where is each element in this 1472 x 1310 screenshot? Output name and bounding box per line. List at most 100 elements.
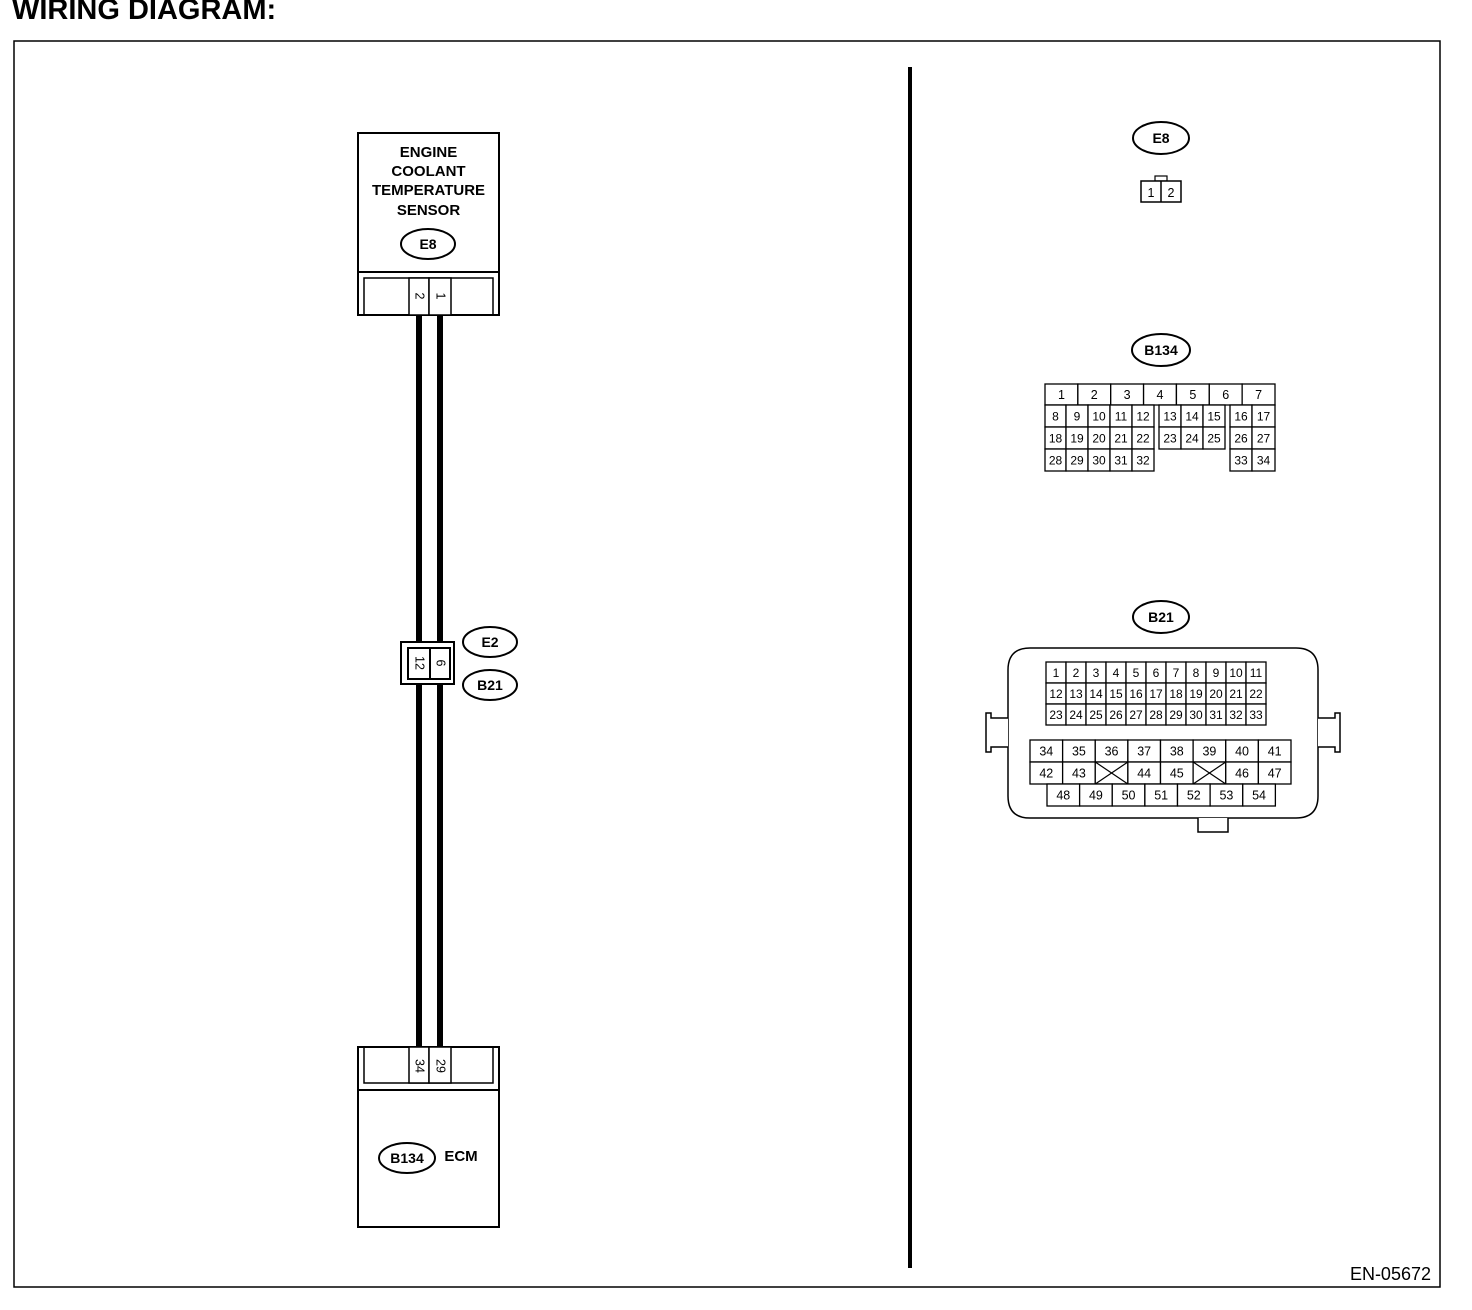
b21-view-badge (1132, 600, 1190, 634)
b21-pin-27-label: 27 (1129, 708, 1143, 722)
b21-pin-19-label: 19 (1189, 687, 1203, 701)
b21-pin-54-cell (1242, 783, 1277, 807)
b21-pin-2-label: 2 (1073, 666, 1080, 680)
b21-pin-48-label: 48 (1056, 789, 1070, 803)
b21-pin-17-label: 17 (1149, 687, 1163, 701)
b134-pin-18-label: 18 (1049, 432, 1063, 446)
b21-pin-39-label: 39 (1202, 745, 1216, 759)
coolant-temp-sensor: ENGINE COOLANT TEMPERATURE SENSOR E8 2 1 (357, 132, 500, 316)
b21-pin-3-label: 3 (1093, 666, 1100, 680)
b21-pin-36-label: 36 (1105, 745, 1119, 759)
b134-pin-25-label: 25 (1207, 432, 1221, 446)
b21-pin-29-label: 29 (1169, 708, 1183, 722)
joint-pin-label-b: 6 (434, 660, 448, 667)
b134-view-badge (1131, 333, 1191, 367)
b134-pin-29-label: 29 (1070, 454, 1084, 468)
b21-pin-43-label: 43 (1072, 767, 1086, 781)
b21-pin-12-label: 12 (1049, 687, 1063, 701)
sensor-name-line-4: SENSOR (397, 202, 461, 219)
b21-pin-20-label: 20 (1209, 687, 1223, 701)
b21-pin-47-label: 47 (1268, 767, 1282, 781)
sensor-name-line-3: TEMPERATURE (372, 182, 485, 199)
b134-pin-24-label: 24 (1185, 432, 1199, 446)
b134-pin-14-label: 14 (1185, 410, 1199, 424)
e8-view-pin-2: 2 (1168, 186, 1175, 200)
b134-pin-27-label: 27 (1257, 432, 1271, 446)
b21-pin-35-label: 35 (1072, 745, 1086, 759)
b21-pin-31-label: 31 (1209, 708, 1223, 722)
ecm-pin-label-b: 29 (434, 1059, 448, 1073)
sensor-name-line-1: ENGINE (400, 144, 458, 161)
wiring-harness (416, 315, 443, 1049)
e8-view-badge (1132, 121, 1190, 155)
b134-pin-25-cell (1202, 426, 1226, 450)
b134-view-label: B134 (1144, 342, 1178, 358)
b21-pin-28-label: 28 (1149, 708, 1163, 722)
b21-pin-41-label: 41 (1268, 745, 1282, 759)
b21-pin-24-label: 24 (1069, 708, 1083, 722)
joint-connector-id-e2: E2 (481, 634, 498, 650)
connector-view-e8: E8 1 2 (1132, 121, 1190, 203)
b21-pin-33-cell (1245, 703, 1267, 726)
b21-pin-33-label: 33 (1249, 708, 1263, 722)
b21-view-left-latch (985, 712, 1008, 753)
b134-pin-33-label: 33 (1234, 454, 1248, 468)
joint-connector-badge-e2 (462, 626, 518, 658)
b21-view-right-latch (1318, 712, 1341, 753)
sensor-name-line-2: COOLANT (391, 163, 465, 180)
b21-pin-8-label: 8 (1193, 666, 1200, 680)
joint-pin-cell-6 (429, 647, 451, 680)
b21-pin-6-label: 6 (1153, 666, 1160, 680)
joint-connector-badge-b21 (462, 669, 518, 701)
b134-pin-32-cell (1131, 448, 1155, 472)
ecm-pin-cell-29 (428, 1046, 452, 1084)
figure-id: EN-05672 (1350, 1264, 1431, 1284)
b134-pin-10-label: 10 (1092, 410, 1106, 424)
ecm-pin-label-a: 34 (413, 1059, 427, 1073)
b21-pin-46-label: 46 (1235, 767, 1249, 781)
b21-pin-4-label: 4 (1113, 666, 1120, 680)
b21-pin-49-label: 49 (1089, 789, 1103, 803)
b21-pin-32-label: 32 (1229, 708, 1243, 722)
b134-pin-30-label: 30 (1092, 454, 1106, 468)
b134-pin-34-cell (1251, 448, 1276, 472)
b134-pin-16-label: 16 (1234, 410, 1248, 424)
b21-pin-9-label: 9 (1213, 666, 1220, 680)
b21-pin-25-label: 25 (1089, 708, 1103, 722)
b21-pin-42-label: 42 (1039, 767, 1053, 781)
b21-pin-51-label: 51 (1154, 789, 1168, 803)
b21-pin-5-label: 5 (1133, 666, 1140, 680)
b134-pin-3-label: 3 (1124, 388, 1131, 402)
b134-pin-13-label: 13 (1163, 410, 1177, 424)
b21-pin-18-label: 18 (1169, 687, 1183, 701)
page-heading: WIRING DIAGRAM: (12, 0, 277, 26)
e8-view-pin-1: 1 (1148, 186, 1155, 200)
b21-pin-54-label: 54 (1252, 789, 1266, 803)
b21-pin-53-label: 53 (1219, 789, 1233, 803)
sensor-pin-label-a: 2 (413, 293, 427, 300)
b134-pin-28-label: 28 (1049, 454, 1063, 468)
b134-pin-22-label: 22 (1136, 432, 1150, 446)
b21-pin-21-label: 21 (1229, 687, 1243, 701)
b21-pin-16-label: 16 (1129, 687, 1143, 701)
b21-pin-blank-5-blank-b (1192, 761, 1227, 785)
b21-pin-23-label: 23 (1049, 708, 1063, 722)
b21-pin-14-label: 14 (1089, 687, 1103, 701)
b134-pin-19-label: 19 (1070, 432, 1084, 446)
b134-pin-21-label: 21 (1114, 432, 1128, 446)
b134-pin-4-label: 4 (1157, 388, 1164, 402)
b21-view-bottom-key (1197, 818, 1229, 833)
joint-connector-id-b21: B21 (477, 677, 503, 693)
b134-pin-11-label: 11 (1115, 410, 1128, 424)
b134-pin-15-label: 15 (1207, 410, 1221, 424)
b21-pin-37-label: 37 (1137, 745, 1151, 759)
b21-pin-13-label: 13 (1069, 687, 1083, 701)
b21-pin-1-label: 1 (1053, 666, 1060, 680)
b21-view-label: B21 (1148, 609, 1174, 625)
ecm-name: ECM (444, 1148, 477, 1165)
b21-pin-blank-2-blank-b (1094, 761, 1129, 785)
b134-pin-26-label: 26 (1234, 432, 1248, 446)
b134-pin-9-label: 9 (1074, 410, 1081, 424)
ecm-unit: 34 29 B134 ECM (357, 1046, 500, 1228)
